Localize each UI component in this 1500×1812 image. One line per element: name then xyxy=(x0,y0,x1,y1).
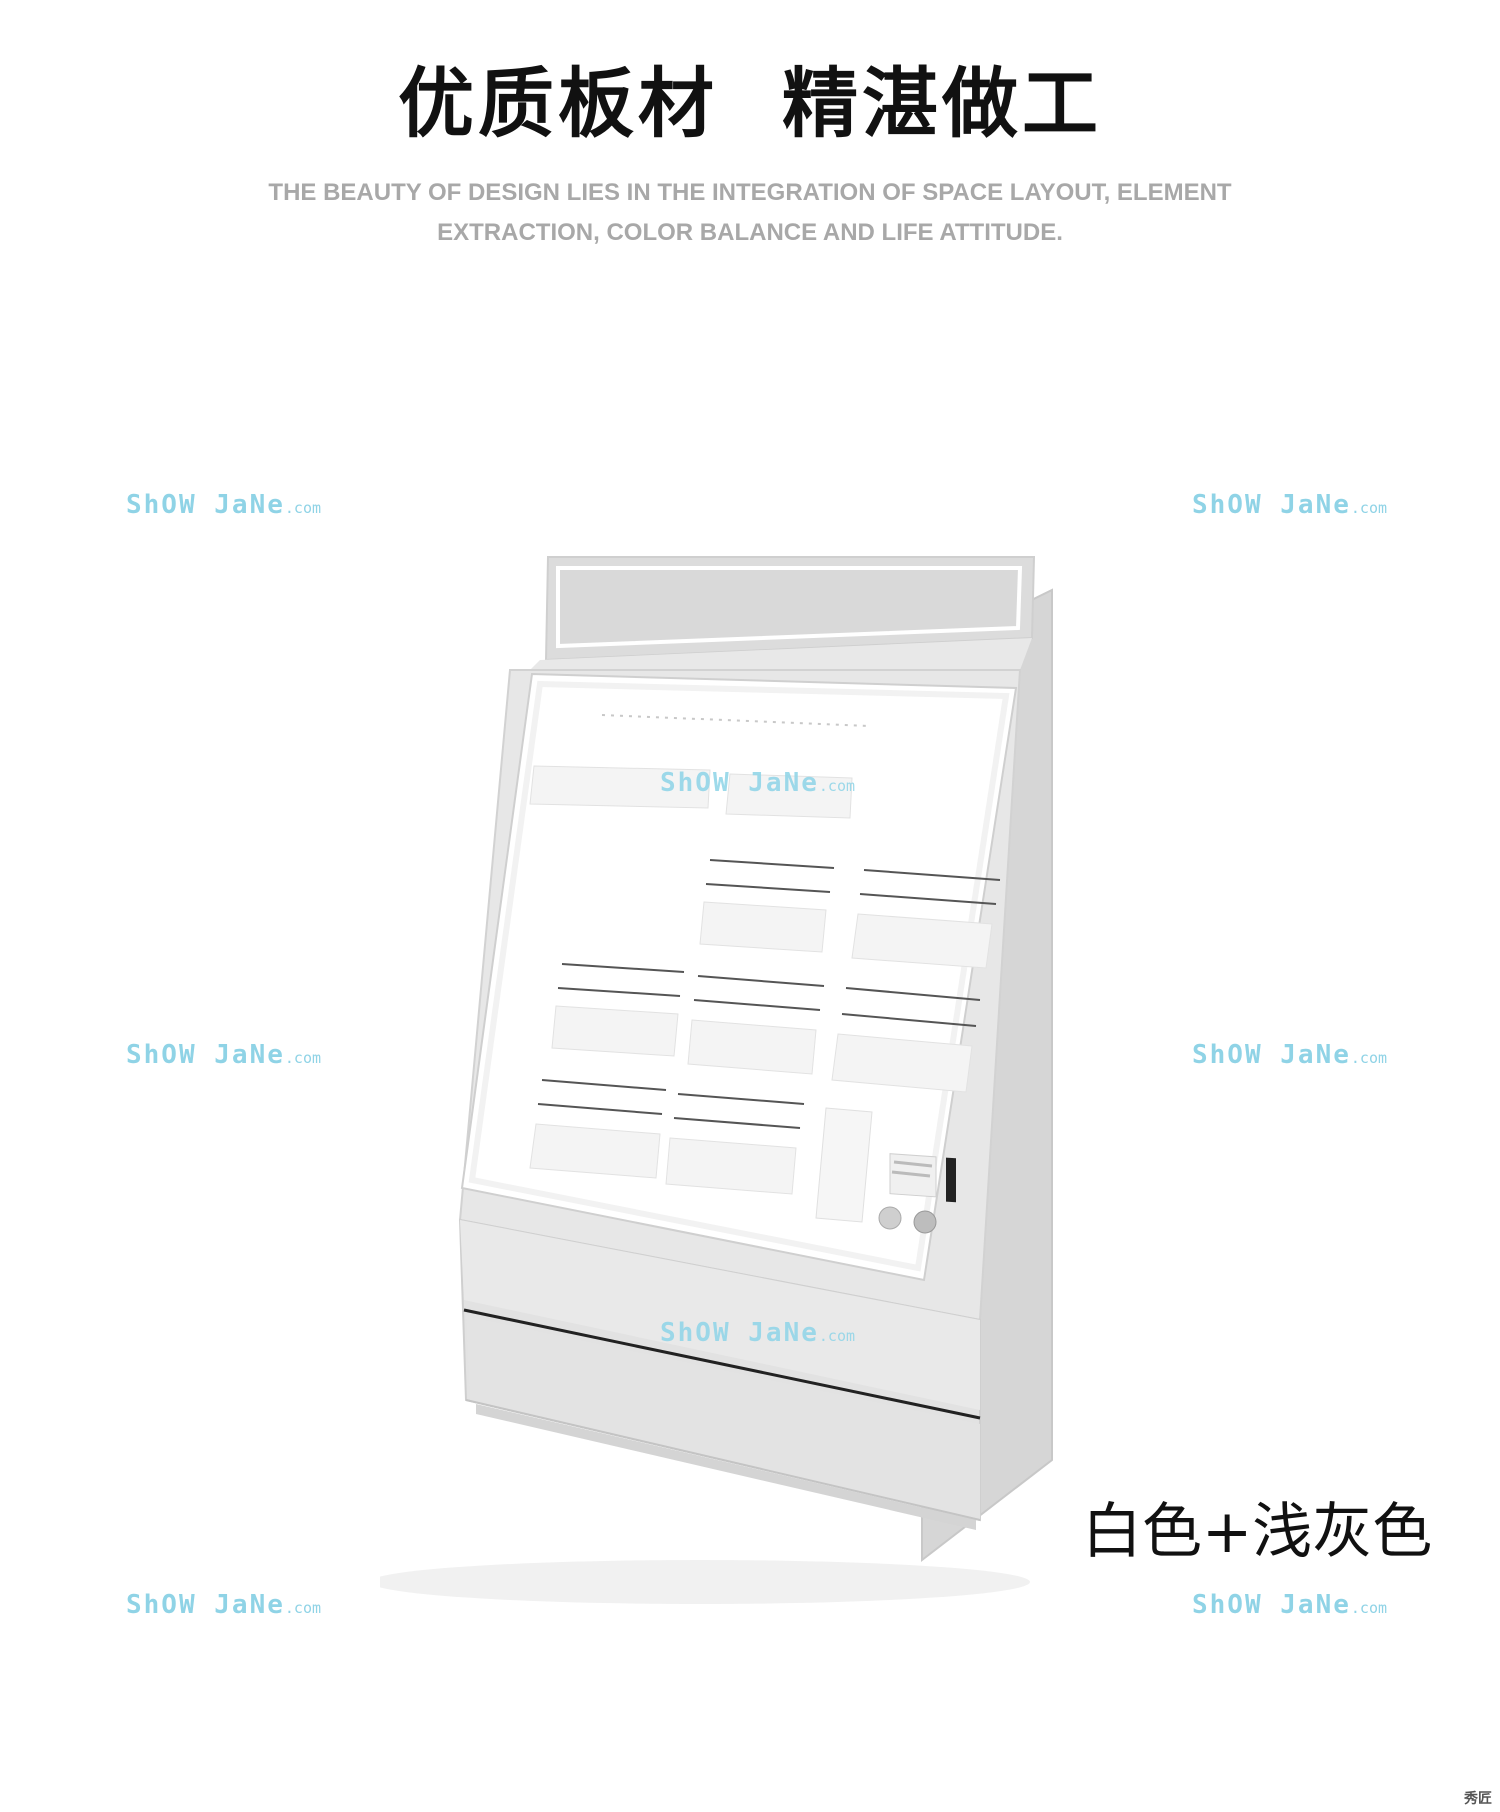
page-headline: 优质板材精湛做工 xyxy=(0,56,1500,152)
tray-r4c1 xyxy=(529,1123,661,1179)
cabinet-sign-panel xyxy=(556,566,1023,649)
color-caption: 白色+浅灰色 xyxy=(1082,1497,1433,1567)
tester-line-1 xyxy=(893,1160,933,1168)
cabinet-sign-ledge xyxy=(530,638,1032,670)
watermark-mid-right: ShOW JaNe.com xyxy=(1192,1040,1388,1070)
rail-r2c2-b xyxy=(705,883,831,893)
tray-r4c2 xyxy=(665,1137,797,1195)
watermark-top-right: ShOW JaNe.com xyxy=(1192,490,1388,520)
tester-knob-right xyxy=(913,1210,937,1234)
headline-left: 优质板材 xyxy=(398,59,718,148)
watermark-mid-left: ShOW JaNe.com xyxy=(126,1040,322,1070)
tray-r3c1 xyxy=(551,1005,679,1057)
tray-top-left xyxy=(529,765,711,809)
watermark-bottom-right: ShOW JaNe.com xyxy=(1192,1590,1388,1620)
tester-tall-slot xyxy=(815,1107,873,1223)
rail-r4c1-b xyxy=(537,1103,663,1115)
watermark-cabinet-drawer: ShOW JaNe.com xyxy=(660,1318,856,1348)
rail-r2c2-a xyxy=(709,859,835,869)
rail-r4c2-a xyxy=(677,1093,805,1105)
rail-r2c3-a xyxy=(863,869,1001,881)
tray-r2c3 xyxy=(851,913,993,969)
floor-shadow xyxy=(380,1560,1030,1604)
rail-r3c2-a xyxy=(697,975,825,987)
drawer-gap-1 xyxy=(463,1308,981,1420)
cabinet-upper-drawer-front xyxy=(460,1220,980,1410)
subtitle-line-2: EXTRACTION, COLOR BALANCE AND LIFE ATTIT… xyxy=(437,219,1063,246)
rail-r3c1-a xyxy=(561,963,685,973)
rail-r3c3-a xyxy=(845,987,981,1001)
cabinet-face-inner-frame xyxy=(468,680,1010,1272)
tester-knob-left xyxy=(878,1206,902,1230)
cabinet-lower-drawer-front xyxy=(466,1316,980,1520)
cabinet-display-face xyxy=(460,672,1018,1282)
cabinet-plinth-edge xyxy=(465,1399,981,1521)
corner-brand-logo: 秀匠 xyxy=(1464,1791,1492,1807)
tray-r3c2 xyxy=(687,1019,817,1075)
cabinet-plinth xyxy=(476,1404,976,1530)
watermark-top-left: ShOW JaNe.com xyxy=(126,490,322,520)
rail-r3c1-b xyxy=(557,987,681,997)
tray-r3c3 xyxy=(831,1033,973,1093)
tester-line-2 xyxy=(891,1170,931,1178)
watermark-bottom-left: ShOW JaNe.com xyxy=(126,1590,322,1620)
tray-r2c2 xyxy=(699,901,827,953)
rail-r3c2-b xyxy=(693,999,821,1011)
rail-r3c3-b xyxy=(841,1013,977,1027)
headline-right: 精湛做工 xyxy=(782,59,1102,148)
rail-r4c1-a xyxy=(541,1079,667,1091)
subtitle-line-1: THE BEAUTY OF DESIGN LIES IN THE INTEGRA… xyxy=(268,179,1232,206)
rail-r2c3-b xyxy=(859,893,997,905)
tray-top-center xyxy=(725,773,853,819)
watermark-cabinet-face: ShOW JaNe.com xyxy=(660,768,856,798)
tester-black-strip xyxy=(946,1157,956,1203)
rail-r4c2-b xyxy=(673,1117,801,1129)
display-cabinet-illustration xyxy=(380,556,1053,1604)
